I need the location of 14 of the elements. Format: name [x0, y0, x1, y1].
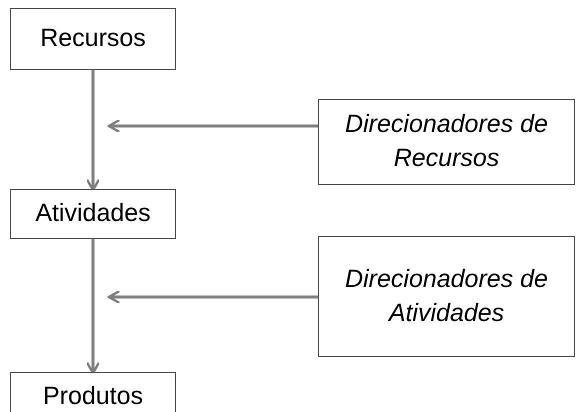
process-box	[10, 372, 176, 412]
process-box	[318, 236, 575, 357]
box-label: Recursos	[40, 23, 146, 54]
process-box	[10, 189, 176, 239]
arrow	[86, 239, 100, 374]
arrow	[108, 118, 318, 134]
box-label: Direcionadores de Recursos	[344, 109, 549, 174]
process-box	[10, 8, 176, 70]
box-label: Direcionadores de Atividades	[344, 264, 549, 328]
arrow	[108, 290, 318, 304]
box-label: Atividades	[35, 198, 151, 230]
box-label: Produtos	[42, 381, 144, 412]
arrow	[86, 70, 100, 192]
process-box	[318, 99, 575, 185]
